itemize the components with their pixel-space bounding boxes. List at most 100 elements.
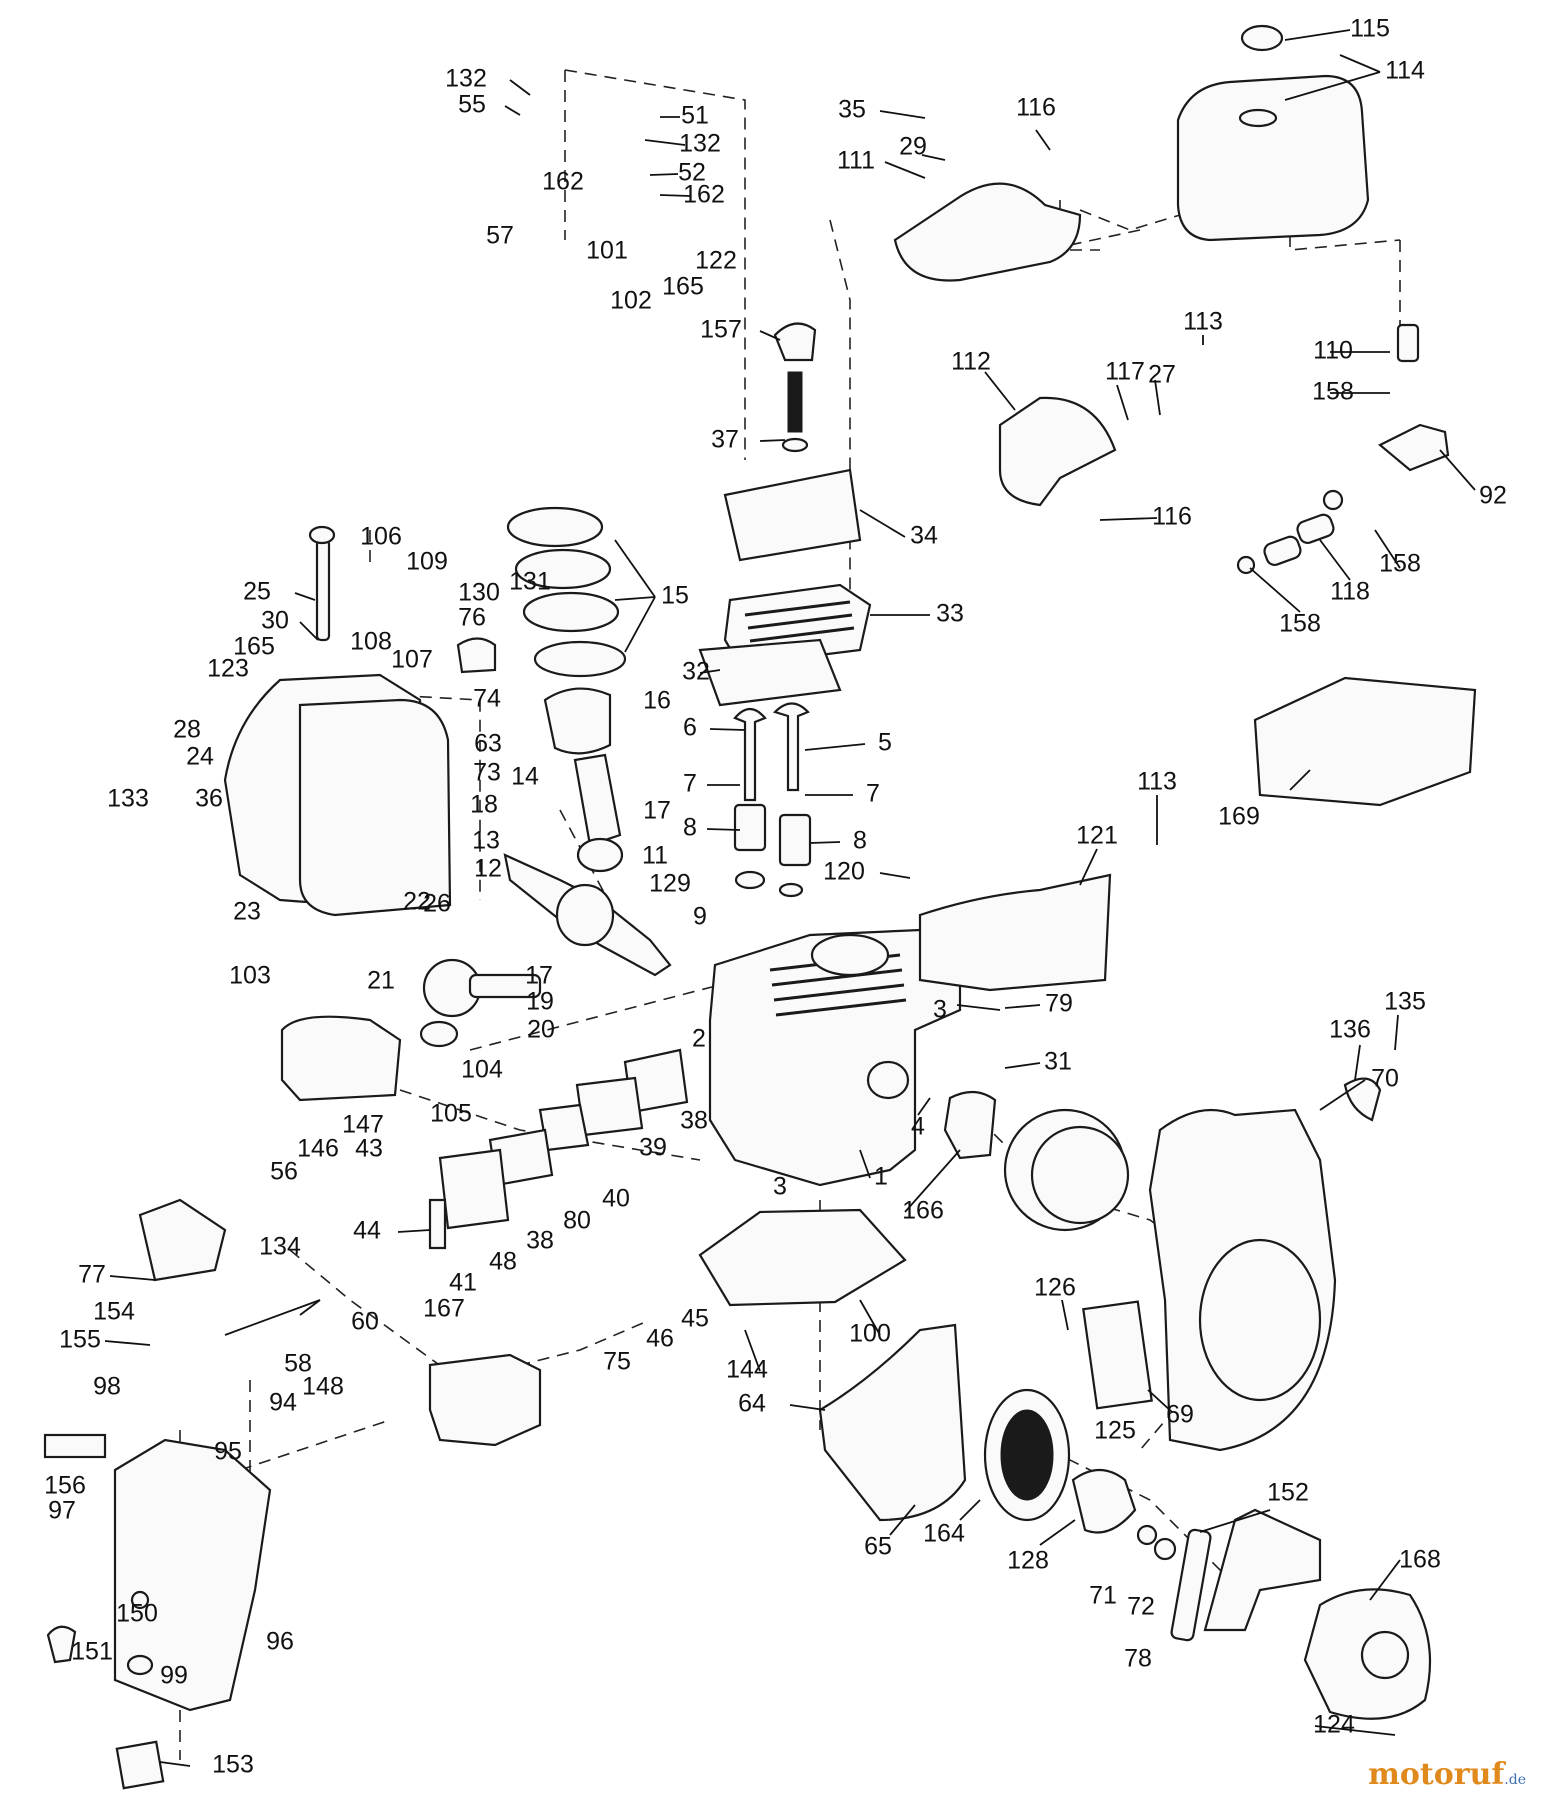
valve-spring-1 (733, 803, 767, 852)
spark-plug-cap (773, 322, 817, 362)
callout-c14: 14 (511, 763, 539, 791)
callout-c136: 136 (1329, 1016, 1371, 1044)
callout-c80: 80 (563, 1207, 591, 1235)
callout-c55: 55 (458, 91, 486, 119)
breather-cover (280, 1015, 402, 1102)
magneto (943, 1090, 997, 1160)
callout-c7b: 7 (866, 780, 880, 808)
cylinder-shield (918, 873, 1112, 992)
callout-c22: 22 (403, 888, 431, 916)
callout-c151: 151 (71, 1638, 113, 1666)
callout-c169: 169 (1218, 803, 1260, 831)
reed-plate-39 (575, 1076, 644, 1137)
callout-c29: 29 (899, 133, 927, 161)
callout-c102: 102 (610, 287, 652, 315)
valve-spring-2 (778, 813, 812, 867)
seal-136 (1343, 1077, 1382, 1122)
callout-c128: 128 (1007, 1547, 1049, 1575)
piston-ring-1 (506, 506, 604, 548)
fuel-line-110 (1396, 323, 1420, 363)
callout-c75: 75 (603, 1348, 631, 1376)
callout-c52: 52 (678, 159, 706, 187)
callout-c27: 27 (1148, 361, 1176, 389)
callout-c8a: 8 (683, 814, 697, 842)
callout-c114: 114 (1385, 57, 1425, 85)
callout-c125: 125 (1094, 1417, 1136, 1445)
callout-c76: 76 (458, 604, 486, 632)
callout-c44: 44 (353, 1217, 381, 1245)
plate-41 (438, 1148, 510, 1230)
callout-c40: 40 (602, 1185, 630, 1213)
callout-c101: 101 (586, 237, 628, 265)
watermark-tld: .de (1504, 1772, 1526, 1788)
callout-c156: 156 (44, 1472, 86, 1500)
tank-bracket (893, 182, 1082, 282)
intake-valve (733, 707, 767, 802)
callout-c2: 2 (692, 1025, 706, 1053)
callout-c38a: 38 (680, 1107, 708, 1135)
callout-c60: 60 (351, 1308, 379, 1336)
fuel-line-118a (1263, 535, 1302, 566)
callout-c69: 69 (1166, 1401, 1194, 1429)
head-shroud (723, 468, 862, 562)
plate-125 (1082, 1300, 1153, 1410)
callout-c162b: 162 (683, 181, 725, 209)
callout-c158c: 158 (1279, 610, 1321, 638)
callout-c17a: 17 (643, 797, 671, 825)
callout-c124: 124 (1313, 1711, 1355, 1739)
callout-c153: 153 (212, 1751, 254, 1779)
callout-c122: 122 (695, 247, 737, 275)
callout-c37: 37 (711, 426, 739, 454)
part-shapes (43, 24, 1477, 1790)
tube-44 (428, 1198, 447, 1250)
callout-c3a: 3 (933, 996, 947, 1024)
callout-c43: 43 (355, 1135, 383, 1163)
callout-c46: 46 (646, 1325, 674, 1353)
callout-c48: 48 (489, 1248, 517, 1276)
callout-c23: 23 (233, 898, 261, 926)
callout-c7a: 7 (683, 770, 697, 798)
label-153 (115, 1740, 165, 1790)
callout-c100: 100 (849, 1320, 891, 1348)
carburetor (428, 1353, 542, 1447)
callout-c3b: 3 (773, 1173, 787, 1201)
callout-c35: 35 (838, 96, 866, 124)
callout-c164: 164 (923, 1520, 965, 1548)
callout-c109: 109 (406, 548, 448, 576)
callout-c4: 4 (911, 1113, 925, 1141)
callout-c112: 112 (951, 348, 991, 376)
piston-ring-2 (514, 548, 612, 590)
fuel-line-118b (1296, 513, 1335, 544)
callout-c131: 131 (509, 568, 551, 596)
callout-c18: 18 (470, 791, 498, 819)
callout-c71: 71 (1089, 1582, 1117, 1610)
callout-c38b: 38 (526, 1227, 554, 1255)
callout-c103: 103 (229, 962, 271, 990)
callout-c92: 92 (1479, 482, 1507, 510)
callout-c167: 167 (423, 1295, 465, 1323)
callout-c118: 118 (1330, 578, 1370, 606)
knob-151 (46, 1625, 77, 1664)
fuel-cap (1240, 24, 1284, 52)
callout-c9: 9 (693, 903, 707, 931)
spark-plug (787, 371, 803, 433)
callout-c32: 32 (682, 658, 710, 686)
callout-c1: 1 (874, 1163, 888, 1191)
callout-c64: 64 (738, 1390, 766, 1418)
fuel-shroud (113, 1438, 272, 1712)
callout-c104: 104 (461, 1056, 503, 1084)
callout-c144: 144 (726, 1356, 768, 1384)
callout-c19: 19 (526, 988, 554, 1016)
callout-c121: 121 (1076, 822, 1118, 850)
callout-c108: 108 (350, 628, 392, 656)
callout-c99: 99 (160, 1662, 188, 1690)
callout-c41: 41 (449, 1269, 477, 1297)
callout-c96: 96 (266, 1628, 294, 1656)
callout-c105: 105 (430, 1100, 472, 1128)
callout-c17b: 17 (525, 962, 553, 990)
callout-c12: 12 (474, 855, 502, 883)
callout-c34: 34 (910, 522, 938, 550)
callout-c15: 15 (661, 582, 689, 610)
